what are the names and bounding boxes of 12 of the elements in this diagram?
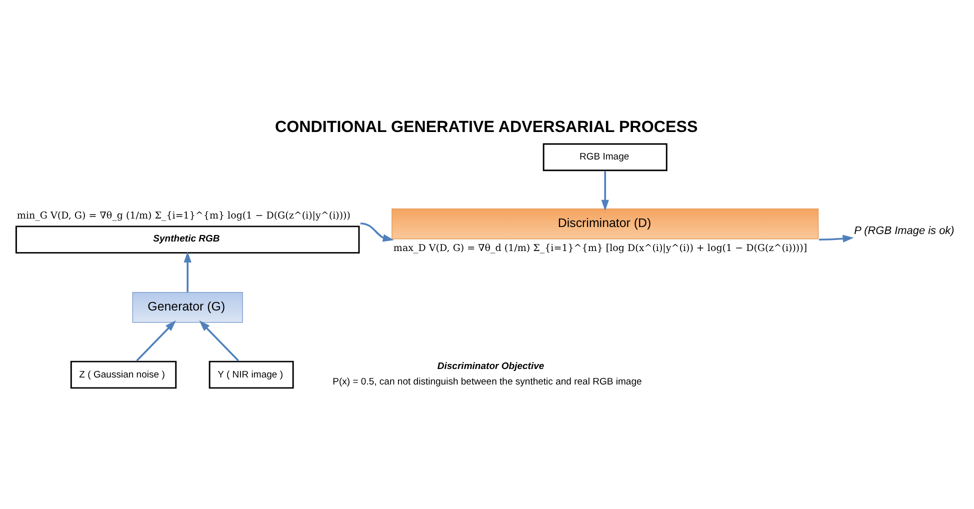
- node-text: P (RGB Image is ok): [854, 224, 954, 236]
- arrow: [818, 234, 854, 242]
- diagram-title: CONDITIONAL GENERATIVE ADVERSARIAL PROCESS: [274, 118, 698, 136]
- label: Discriminator Objective: [437, 360, 544, 372]
- arrow: [199, 320, 240, 361]
- node-label: max_D V(D, G) = ∇θ_d (1/m) Σ_{i=1}^{m} [log D(x^(i)|y^(i)) + log(1 − D(G(z^(i))))]: [393, 242, 808, 254]
- arrow: [360, 222, 394, 242]
- node-label: min_G V(D, G) = ∇θ_g (1/m) Σ_{i=1}^{m} log(1 − D(G(z^(i)|y^(i)))): [16, 210, 350, 222]
- arrow: [136, 320, 176, 361]
- arrow: [184, 251, 192, 292]
- arrow: [601, 170, 609, 210]
- label: P(x) = 0.5, can not distinguish between the synthetic and real RGB image: [332, 376, 642, 388]
